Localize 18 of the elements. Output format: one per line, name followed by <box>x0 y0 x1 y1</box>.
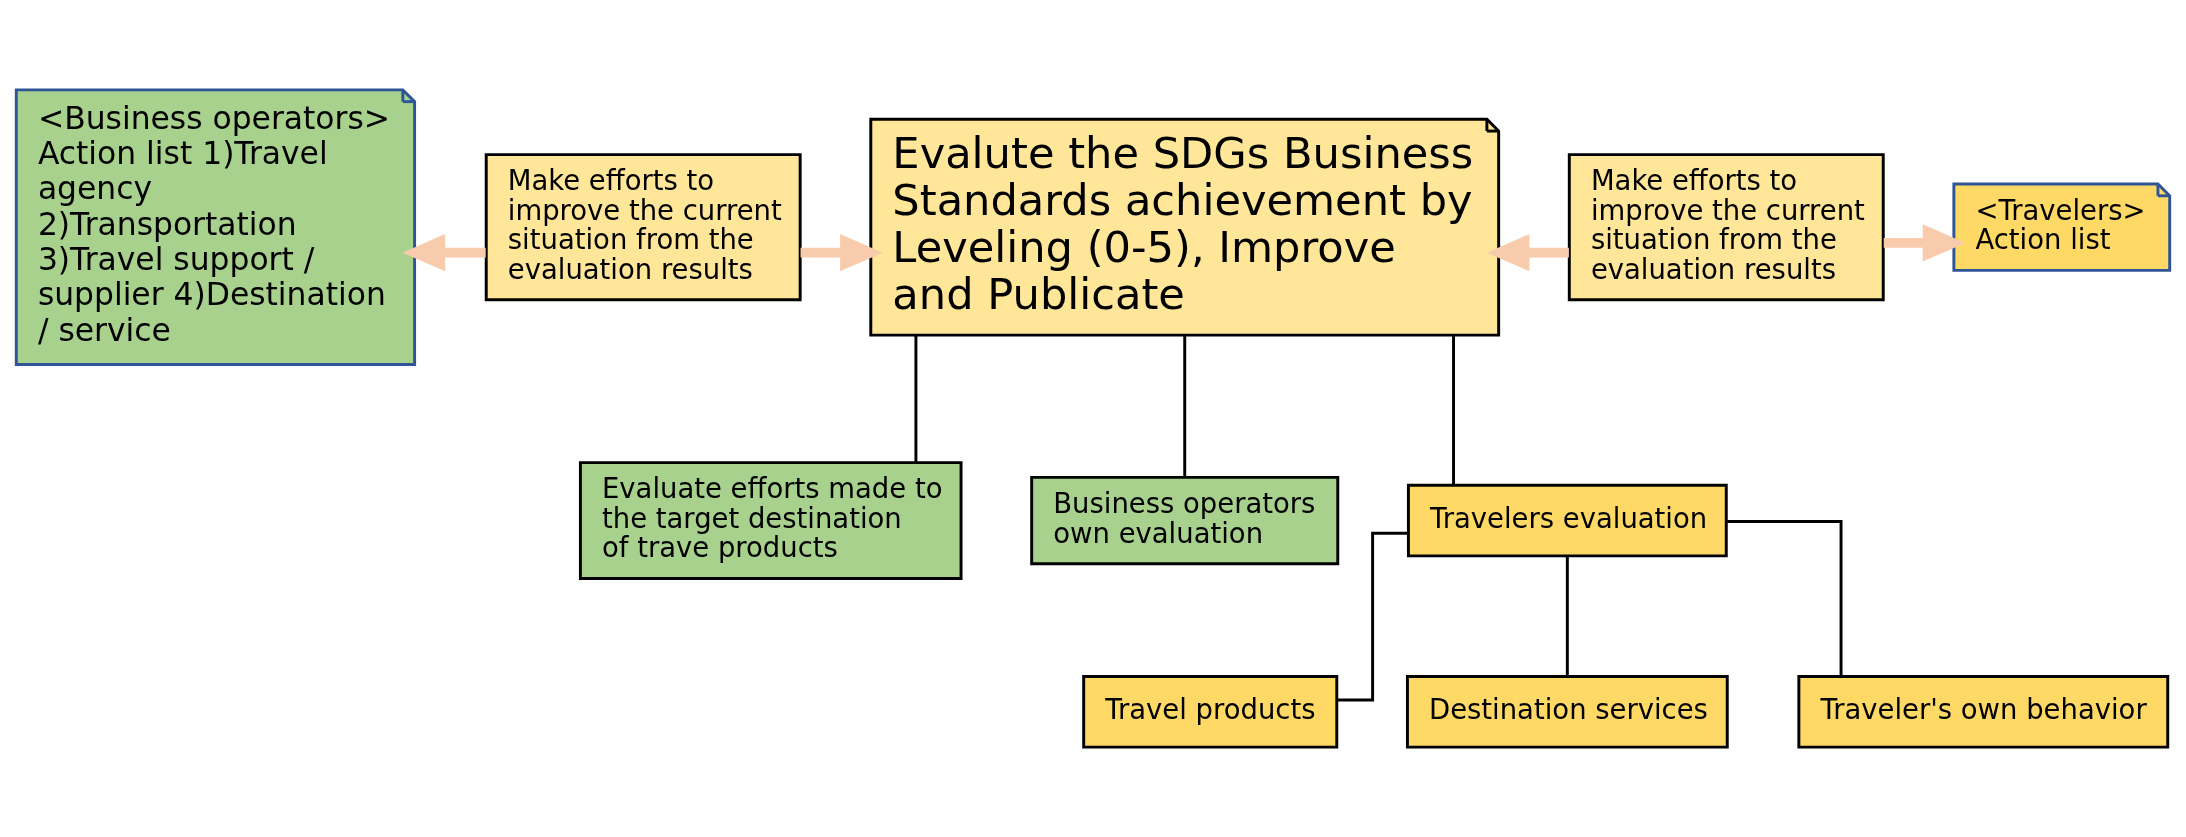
arrow <box>1486 234 1569 272</box>
arrow <box>1883 224 1966 262</box>
arrow <box>800 234 883 272</box>
connector <box>1337 531 1409 702</box>
node-box: Traveler's own behavior <box>1797 675 2170 749</box>
node-box: Make efforts to improve the current situation from the evaluation results <box>484 153 802 302</box>
arrow <box>402 234 486 272</box>
connector <box>914 335 918 462</box>
node-box: Travel products <box>1082 675 1339 749</box>
connector <box>1452 335 1455 485</box>
node-box: Evaluate efforts made to the target destination of trave products <box>578 461 963 580</box>
connector <box>1183 335 1187 477</box>
node-box: Make efforts to improve the current situation from the evaluation results <box>1567 153 1885 302</box>
connector <box>1726 520 1843 677</box>
node-box: Travelers evaluation <box>1406 483 1728 558</box>
node-box: Business operators own evaluation <box>1030 475 1340 566</box>
node-box: Destination services <box>1405 675 1729 749</box>
connector <box>1565 556 1569 676</box>
